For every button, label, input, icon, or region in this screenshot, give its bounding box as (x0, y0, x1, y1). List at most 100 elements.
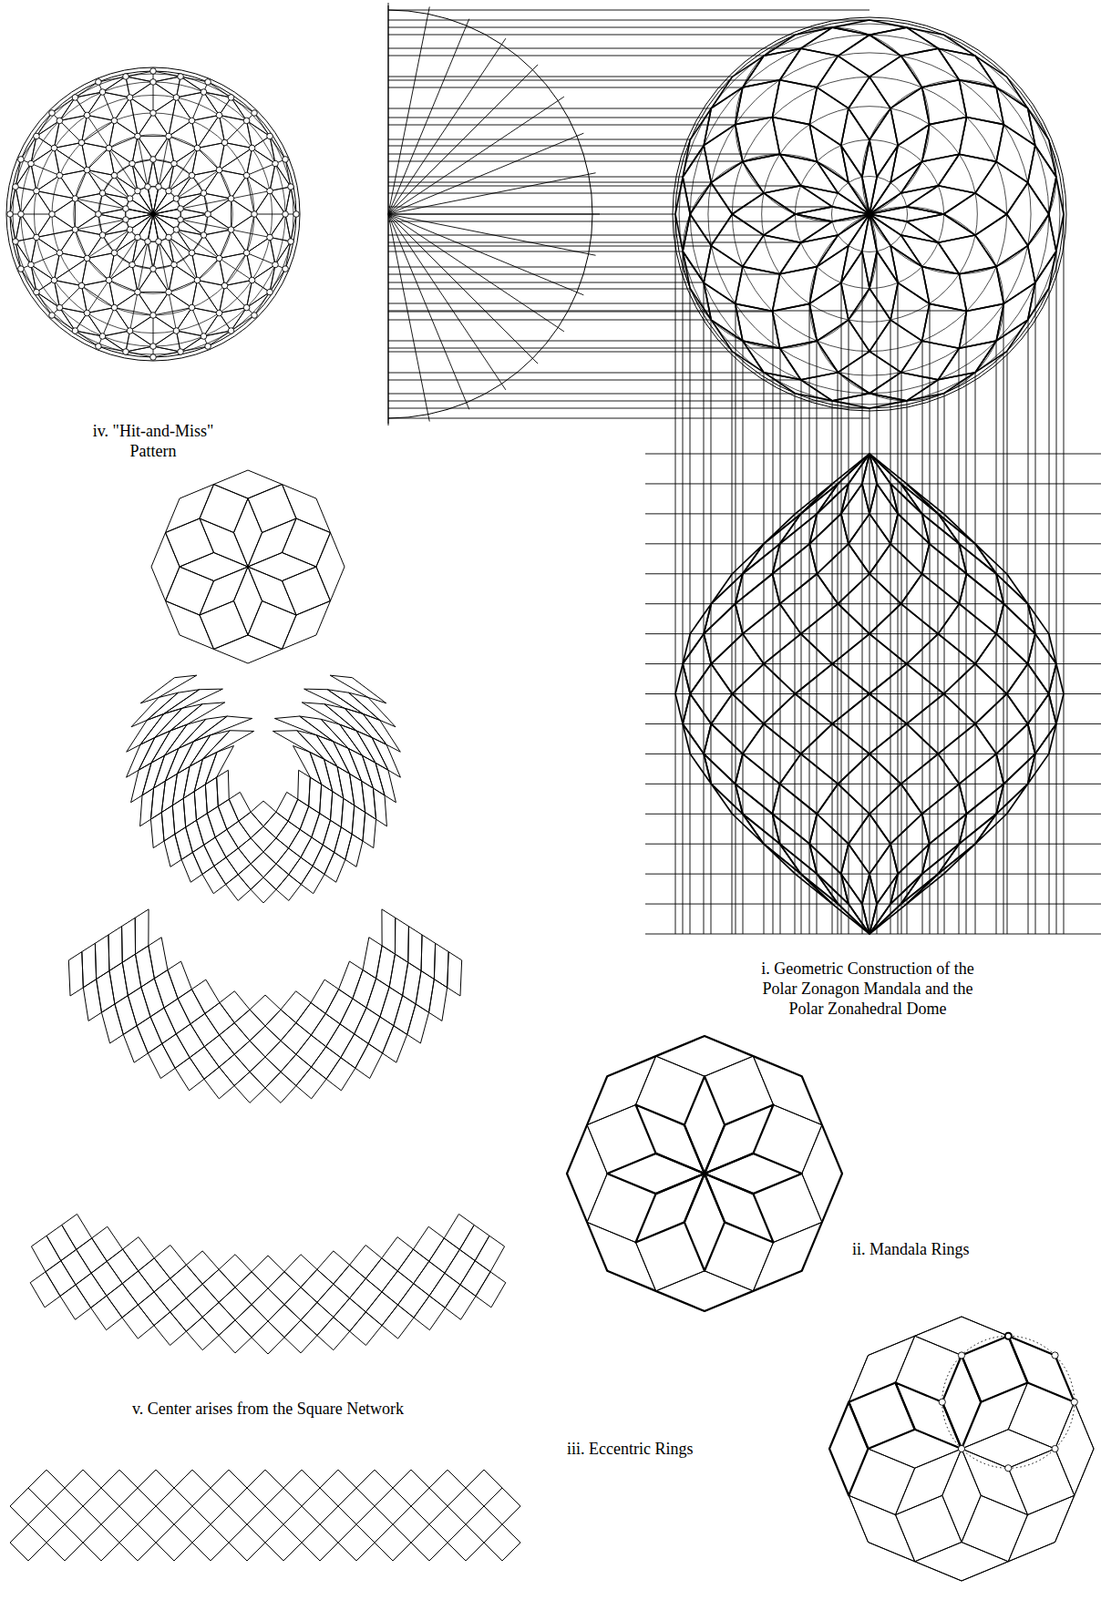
square-cell (250, 801, 277, 827)
dome-face (862, 453, 877, 515)
rhomb-tile (802, 1125, 843, 1224)
square-cell (339, 724, 376, 763)
rhomb-tile (869, 319, 923, 373)
dome-face (996, 574, 1036, 635)
rhomb-tile (114, 214, 154, 253)
vertex-marker (123, 205, 130, 213)
dome-face (869, 874, 938, 935)
vertex-marker (72, 328, 79, 335)
dome-face (890, 843, 930, 905)
square-cell (82, 979, 102, 1022)
rhomb-tile (153, 175, 192, 215)
rhomb-tile (710, 161, 764, 215)
vertex-marker (221, 282, 228, 289)
rhomb-tile (51, 198, 99, 230)
projection-line (388, 20, 870, 21)
square-cell (251, 1321, 285, 1355)
square-cell (265, 1040, 297, 1072)
square-cell (235, 1272, 268, 1306)
rhomb-tile (219, 114, 253, 148)
vertex-marker (150, 354, 157, 361)
projection-line (388, 303, 736, 305)
projection-line (1035, 282, 1037, 935)
square-cell (154, 1312, 186, 1347)
square-cell (170, 1265, 203, 1299)
projection-line (832, 401, 834, 935)
rhomb-tile (165, 600, 215, 649)
vertex-marker (18, 156, 25, 164)
square-cell (234, 1040, 266, 1072)
vertex-marker (216, 166, 223, 174)
vertex-marker (150, 79, 157, 86)
figure-caption: ii. Mandala Rings (852, 1239, 970, 1260)
outer-circle (672, 17, 1067, 412)
square-cell (413, 1261, 445, 1297)
square-cell (234, 1009, 266, 1041)
square-cell (429, 1273, 461, 1308)
top-view-circles (672, 17, 1067, 412)
square-cell (429, 1506, 466, 1544)
dotted-circle (942, 1336, 1075, 1469)
dome-face (801, 723, 870, 784)
square-cell (263, 812, 289, 839)
square-cell (122, 1305, 155, 1339)
square-cell (381, 1237, 414, 1272)
vertex-marker (7, 211, 14, 218)
square-cell (429, 979, 448, 1022)
spoke-line (153, 214, 294, 243)
projection-line (388, 380, 802, 381)
ring-circle (679, 23, 1060, 405)
diagonal-line (196, 114, 219, 148)
rhomb-tile (191, 143, 225, 176)
diagonal-line (225, 120, 247, 143)
diagonal-line (74, 198, 76, 230)
vertex-marker (78, 139, 85, 146)
dome-face (975, 694, 1029, 755)
square-cell (189, 1047, 219, 1081)
vertex-marker (33, 187, 41, 195)
dome-face (958, 753, 1004, 814)
square-cell (249, 1026, 281, 1058)
square-cell (324, 852, 346, 883)
flat-arc (30, 1214, 506, 1355)
rhomb-tile (130, 315, 177, 347)
rhomb-tile (247, 484, 297, 534)
diagonal-line (246, 252, 276, 265)
square-cell (398, 1284, 431, 1318)
projection-line (388, 76, 732, 78)
rhomb-tile (132, 163, 154, 215)
rhomb-tile (53, 143, 87, 176)
dome-face (742, 514, 802, 575)
dome-face (816, 544, 870, 605)
vertex-marker (144, 184, 152, 191)
rhomb-tile (191, 280, 225, 314)
diagonal-line (246, 214, 255, 253)
dome-face (703, 574, 743, 635)
square-cell (349, 1278, 382, 1313)
dome-face (890, 483, 930, 545)
square-cell (365, 1292, 398, 1327)
square-cell (317, 1317, 350, 1351)
square-cell (349, 1312, 382, 1347)
square-cell (28, 1506, 65, 1544)
projection-line (388, 139, 690, 141)
rhomb-tile (15, 241, 37, 293)
square-cell (319, 1470, 357, 1507)
projection-line (966, 311, 968, 936)
projection-line (388, 311, 773, 313)
dome-face (731, 664, 795, 725)
square-cell (235, 1305, 268, 1338)
square-cell (28, 1470, 65, 1507)
vertex-marker (126, 195, 134, 203)
square-cell (210, 1506, 247, 1544)
projection-line (388, 161, 743, 163)
projection-line (906, 401, 908, 935)
vertex-marker (72, 94, 79, 102)
projection-line (388, 34, 795, 36)
square-cell (362, 812, 377, 849)
rhomb-tile (975, 319, 1029, 373)
vertex-marker (49, 211, 56, 218)
dome-face (937, 723, 997, 784)
square-cell (251, 1255, 285, 1289)
dome-face (837, 753, 901, 814)
